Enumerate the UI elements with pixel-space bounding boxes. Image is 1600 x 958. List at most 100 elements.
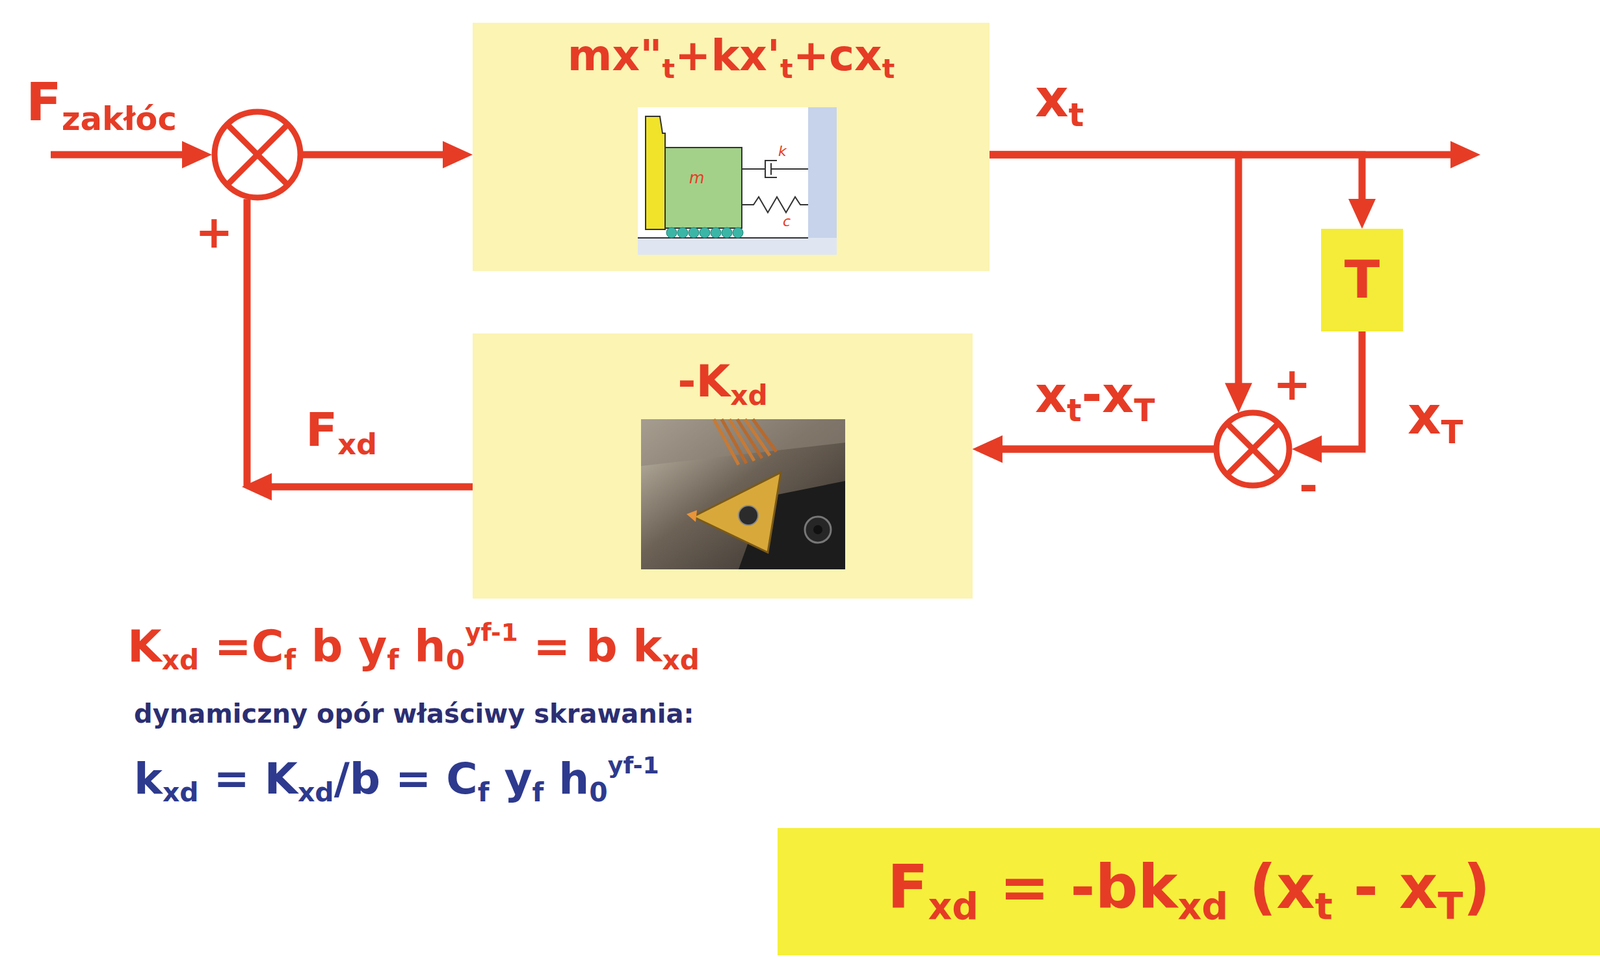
subscript: f — [477, 776, 490, 809]
box-text: Fxd = -bkxd (xt - xT) — [887, 858, 1491, 926]
subscript: xd — [928, 885, 980, 929]
connector — [972, 331, 1363, 463]
formula-text: kxd = Kxd/b = Cf yf h0yf-1 — [133, 754, 660, 807]
subscript: t — [780, 53, 794, 85]
spark — [686, 510, 697, 523]
subscript: f — [284, 644, 296, 677]
photo-ground — [641, 419, 846, 570]
subscript: 0 — [589, 776, 608, 809]
mass-spring-damper — [637, 107, 837, 255]
arrow-head — [1450, 141, 1481, 169]
subscript: xd — [161, 644, 199, 677]
subscript: xd — [1178, 885, 1229, 929]
arrow-head — [1348, 198, 1376, 229]
edge-label: xt-xT — [1035, 370, 1155, 426]
connector-line — [269, 483, 473, 491]
delay-box: T — [1321, 228, 1404, 332]
connector-line — [1319, 331, 1363, 450]
connector-line — [999, 445, 1214, 454]
signal-label: xt — [1035, 72, 1084, 132]
part-label: m — [689, 170, 705, 186]
text-line: -Kxd — [472, 359, 973, 410]
box-text: -Kxd — [677, 359, 768, 410]
connector — [989, 154, 1376, 229]
subscript: t — [1066, 392, 1082, 429]
edge-label: Fxd — [305, 406, 378, 460]
superscript: yf-1 — [464, 618, 519, 647]
superscript: yf-1 — [607, 751, 660, 780]
part-label: k — [778, 144, 787, 159]
subscript: xd — [730, 379, 768, 412]
damper-rod — [741, 168, 766, 170]
connector-line — [302, 151, 446, 159]
sign-label: + — [195, 209, 234, 255]
text-stack: Fxd = -bkxd (xt - xT) — [887, 858, 1491, 926]
text-stack: T — [1344, 254, 1381, 307]
text-stack: mx"t+kx't+cxt — [472, 34, 990, 83]
connector-line — [989, 154, 1239, 386]
roller — [732, 227, 744, 238]
mass-block — [665, 147, 742, 229]
output-line — [989, 151, 1454, 159]
text-line: mx"t+kx't+cxt — [472, 34, 990, 83]
screw — [804, 516, 831, 543]
connector-line — [989, 154, 1363, 202]
summing-junction — [1216, 412, 1290, 486]
wall — [808, 107, 837, 255]
subscript: xd — [162, 776, 199, 809]
subscript: T — [1437, 885, 1463, 929]
roller — [710, 227, 722, 238]
box-text: T — [1344, 254, 1381, 307]
floor — [637, 237, 837, 255]
box-text: mx"t+kx't+cxt — [567, 34, 895, 83]
part-label: c — [782, 214, 791, 229]
arrow-head — [1224, 382, 1253, 413]
subscript: 0 — [445, 644, 465, 677]
subscript: t — [1315, 885, 1333, 929]
insert-hole — [738, 505, 759, 526]
insert — [693, 472, 781, 553]
connector — [972, 154, 1253, 463]
connector-line — [243, 198, 251, 487]
roller — [688, 227, 699, 238]
spring-symbol — [741, 196, 809, 213]
connector-line — [999, 445, 1214, 454]
roller — [666, 227, 677, 238]
summing-junction — [214, 111, 301, 198]
cutting-box: -Kxd — [472, 333, 973, 599]
subscript: xd — [297, 776, 335, 809]
arrow-head — [972, 435, 1003, 463]
junction-cross — [1226, 423, 1279, 476]
damper-rod — [771, 168, 809, 170]
tool-shape — [645, 116, 666, 230]
junction-cross — [1226, 423, 1279, 476]
arrow-head — [182, 141, 212, 169]
floor-line — [637, 237, 809, 239]
subscript: t — [662, 53, 676, 85]
formula-band: Fxd = -bkxd (xt - xT) — [777, 828, 1600, 956]
sign-label: - — [1298, 462, 1318, 509]
sign-label: + — [1272, 361, 1312, 407]
plant-box: mx"t+kx't+cxt — [472, 22, 990, 272]
screw-head — [813, 525, 823, 535]
roller — [699, 227, 710, 238]
junction-cross — [226, 124, 289, 186]
roller — [677, 227, 688, 238]
arrow-head — [972, 435, 1003, 463]
subscript: t — [882, 53, 896, 85]
text-stack: -Kxd — [472, 359, 973, 410]
disturbance-label: Fzakłóc — [26, 76, 177, 136]
note-text: dynamiczny opór właściwy skrawania: — [133, 700, 695, 727]
workpiece — [641, 419, 846, 467]
illustration-ground — [637, 107, 837, 255]
subscript: t — [1068, 96, 1085, 134]
arrow-head — [442, 141, 473, 169]
subscript: f — [386, 644, 399, 677]
text-line: Fxd = -bkxd (xt - xT) — [887, 858, 1491, 926]
text-line: T — [1344, 254, 1381, 307]
subscript: xd — [337, 427, 378, 462]
junction-cross — [226, 124, 289, 186]
edge-label: xT — [1407, 390, 1463, 449]
